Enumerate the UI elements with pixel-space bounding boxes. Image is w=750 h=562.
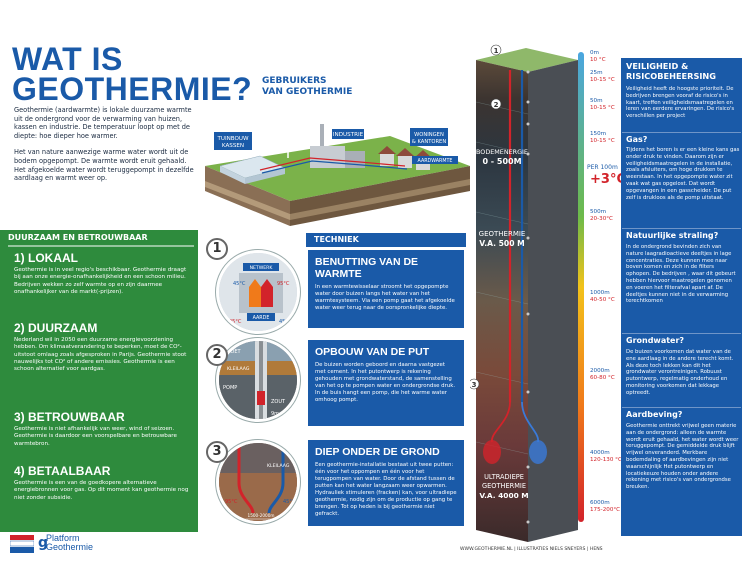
platform-logo-text: Platform Geothermie (46, 533, 94, 552)
techniek-title: DIEP ONDER DE GROND (315, 446, 440, 458)
label-industrie: INDUSTRIE (333, 132, 364, 138)
svg-text:ZOET: ZOET (227, 349, 242, 355)
intro-paragraph: Geothermie (aardwarmte) is lokale duurza… (14, 106, 192, 140)
label-ultradiepe: ULTRADIEPE (484, 473, 524, 481)
techniek-panel: OPBOUW VAN DE PUT De buizen worden geboo… (308, 340, 464, 426)
risk-text: In de ondergrond bevinden zich van natur… (626, 244, 736, 305)
benefit-text: Nederland wil in 2050 een duurzame energ… (14, 337, 187, 373)
duurzaam-header: DUURZAAM EN BETROUWBAAR (8, 233, 148, 242)
techniek-text: Een geothermie-installatie bestaat uit t… (315, 462, 457, 517)
svg-text:KLEILAAG: KLEILAAG (267, 463, 290, 469)
svg-text:1500-2000m: 1500-2000m (248, 513, 275, 518)
duurzaam-panel (0, 230, 198, 532)
landscape-illustration: TUINBOUW KASSEN INDUSTRIE WONINGEN & KAN… (205, 103, 470, 226)
svg-text:45°C: 45°C (283, 499, 296, 505)
section-divider (622, 228, 741, 229)
svg-text:9m: 9m (271, 411, 279, 417)
gradient-value: +3°C (590, 172, 626, 187)
platform-logo-mark: g (38, 535, 49, 551)
svg-text:95°C: 95°C (229, 319, 242, 325)
svg-text:95°C: 95°C (277, 281, 290, 287)
veiligheid-panel (621, 58, 742, 536)
risk-title: Aardbeving? (626, 410, 683, 419)
benefit-title: 3) BETROUWBAAR (14, 410, 125, 424)
svg-text:ZOUT: ZOUT (271, 399, 286, 405)
svg-text:95°C: 95°C (225, 499, 238, 505)
techniek-text: In een warmtewisselaar stroomt het opgep… (315, 284, 455, 311)
techniek-title: BENUTTING VAN DE WARMTE (315, 256, 419, 280)
heat-exchanger-illustration: NETWERK 45°C 95°C AARDE 95°C 45°C (216, 250, 300, 334)
risk-text: De buizen voorkomen dat water van de ene… (626, 349, 734, 396)
intro-text: Geothermie (aardwarmte) is lokale duurza… (14, 106, 200, 191)
label-ultradiepe-geo: GEOTHERMIE (482, 482, 526, 490)
label-kassen: KASSEN (222, 143, 244, 149)
techniek-title: OPBOUW VAN DE PUT (315, 346, 430, 358)
step-number: 1 (206, 238, 228, 260)
risk-title: Grondwater? (626, 336, 685, 345)
techniek-panel: BENUTTING VAN DE WARMTE In een warmtewis… (308, 250, 464, 328)
svg-text:KLEILAAG: KLEILAAG (227, 366, 250, 372)
pin-2: 2 (494, 101, 499, 109)
benefit-text: Geothermie is niet afhankelijk van weer,… (14, 426, 177, 447)
deep-underground-illustration: KLEILAAG 95°C 45°C 1500-2000m (216, 440, 300, 524)
svg-text:45°C: 45°C (279, 319, 292, 325)
section-divider (622, 333, 741, 334)
label-tuinbouw: TUINBOUW (216, 136, 249, 142)
risk-text: Geothermie onttrekt vrijwel geen materie… (626, 423, 739, 491)
thermometer (578, 52, 584, 522)
users-header: GEBRUIKERS VAN GEOTHERMIE (262, 76, 353, 97)
veiligheid-header: VEILIGHEID & RISICOBEHEERSING (626, 61, 716, 81)
svg-text:NETWERK: NETWERK (250, 265, 274, 271)
label-woningen: WONINGEN (414, 132, 444, 138)
borehole-column: 1 2 3 BODEMENERGIE 0 - 500M GEOTHERMIE V… (470, 44, 578, 542)
benefit-title: 2) DUURZAAM (14, 321, 98, 335)
label-bodemenergie-depth: 0 - 500M (482, 157, 521, 166)
section-divider (622, 407, 741, 408)
step-number: 3 (206, 441, 228, 463)
risk-title: Natuurlijke straling? (626, 231, 719, 240)
techniek-header: TECHNIEK (306, 233, 466, 247)
step-number: 2 (206, 344, 228, 366)
svg-text:45°C: 45°C (233, 281, 246, 287)
pin-3: 3 (472, 381, 477, 389)
label-kantoren: & KANTOREN (412, 139, 447, 145)
risk-text: Tijdens het boren is er een kleine kans … (626, 147, 740, 201)
label-ultradiepe-depth: V.A. 4000 M (479, 491, 528, 500)
benefit-text: Geothermie is in veel regio's beschikbaa… (14, 267, 187, 295)
footer-credits: WWW.GEOTHERMIE.NL | ILLUSTRATIES NIELS S… (460, 547, 603, 552)
techniek-panel: DIEP ONDER DE GROND Een geothermie-insta… (308, 440, 464, 526)
risk-title: Gas? (626, 135, 648, 144)
gradient-label: PER 100m (587, 164, 618, 171)
pin-1: 1 (494, 47, 499, 55)
techniek-text: De buizen worden geboord en daarna vastg… (315, 362, 456, 403)
dago-logo (10, 535, 34, 553)
benefit-title: 1) LOKAAL (14, 251, 78, 265)
wind-turbine-icon (279, 103, 301, 158)
benefit-title: 4) BETAALBAAR (14, 464, 111, 478)
intro-paragraph: Het van nature aanwezige warme water wor… (14, 148, 194, 183)
svg-text:AARDE: AARDE (253, 315, 270, 321)
benefit-text: Geothermie is een van de goedkopere alte… (14, 480, 189, 501)
label-bodemenergie: BODEMENERGIE (476, 148, 528, 156)
page-title: WAT IS GEOTHERMIE? (12, 41, 253, 107)
svg-text:POMP: POMP (223, 385, 237, 391)
label-geothermie-depth: V.A. 500 M (479, 239, 524, 248)
label-aardwarmte: AARDWARMTE (418, 158, 453, 164)
label-geothermie: GEOTHERMIE (479, 230, 526, 238)
header-divider (8, 245, 194, 247)
section-divider (622, 132, 741, 133)
well-construction-illustration: ZOET KLEILAAG POMP ZOUT 9m (216, 338, 300, 422)
veiligheid-intro: Veiligheid heeft de hoogste prioriteit. … (626, 86, 735, 120)
